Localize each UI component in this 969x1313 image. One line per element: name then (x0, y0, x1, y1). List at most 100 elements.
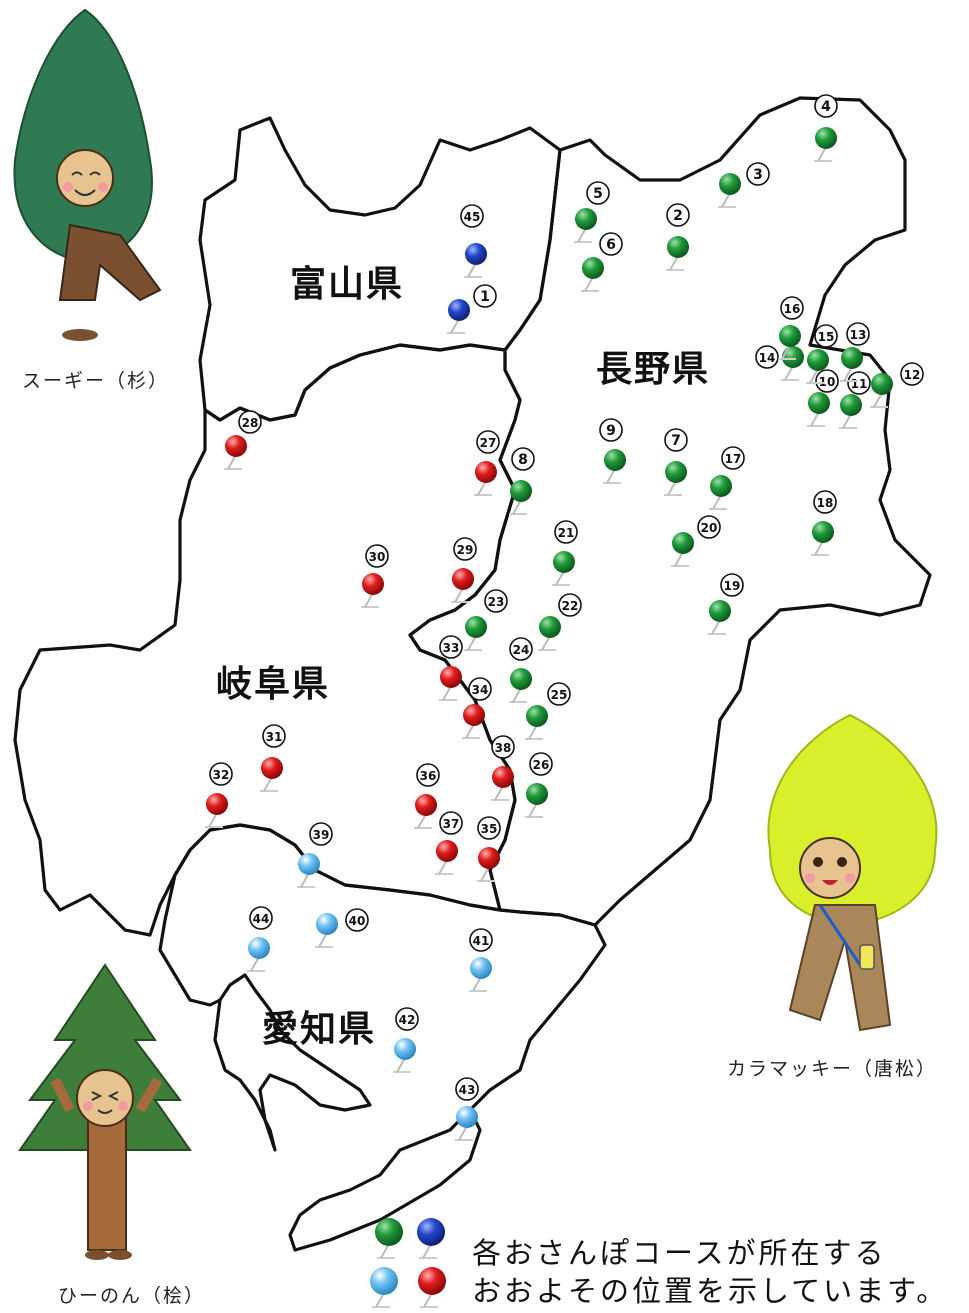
svg-text:21: 21 (558, 526, 575, 540)
map-pin-1 (447, 299, 470, 334)
pin-number-19: 19 (720, 573, 744, 597)
pin-number-21: 21 (554, 520, 578, 544)
map-pin-32 (205, 793, 228, 828)
map-pin-13 (840, 347, 863, 382)
map-pin-10 (807, 392, 830, 427)
map-pin-24 (509, 668, 532, 703)
sugi-name: スーギー（杉） (22, 370, 170, 392)
pin-number-2: 2 (666, 203, 690, 227)
pin-number-44: 44 (249, 906, 273, 930)
legend-line-2: おおよその位置を示しています。 (472, 1274, 949, 1308)
map-pin-16 (778, 325, 801, 360)
pin-number-25: 25 (547, 682, 571, 706)
map-pin-18 (811, 521, 834, 556)
legend-pin-blue (417, 1218, 445, 1259)
map-pin-41 (469, 957, 492, 992)
svg-text:1: 1 (480, 289, 490, 305)
svg-text:7: 7 (671, 433, 681, 449)
map-pin-25 (525, 705, 548, 740)
pin-number-29: 29 (453, 537, 477, 561)
svg-text:9: 9 (606, 423, 616, 439)
map-pin-12 (870, 373, 893, 408)
legend-line-1: 各おさんぽコースが所在する (472, 1236, 887, 1270)
map-pin-11 (839, 394, 862, 429)
pin-number-8: 8 (511, 447, 535, 471)
pin-number-39: 39 (309, 822, 333, 846)
map-pin-5 (574, 208, 597, 243)
pin-number-20: 20 (697, 515, 721, 539)
aichi-label: 愛知県 (262, 1009, 377, 1050)
svg-text:3: 3 (753, 167, 763, 183)
map-pin-40 (315, 913, 338, 948)
pin-number-28: 28 (238, 410, 262, 434)
map-pin-39 (297, 853, 320, 888)
pin-number-18: 18 (813, 490, 837, 514)
pin-number-11: 11 (847, 371, 871, 395)
map-pin-33 (439, 666, 462, 701)
map-pin-19 (708, 600, 731, 635)
svg-text:2: 2 (673, 208, 683, 224)
pin-number-31: 31 (262, 724, 286, 748)
svg-text:14: 14 (759, 351, 776, 365)
map-pin-4 (814, 127, 837, 162)
map-pin-26 (525, 783, 548, 818)
svg-text:11: 11 (851, 377, 868, 391)
pin-number-13: 13 (846, 322, 870, 346)
svg-text:29: 29 (457, 543, 474, 557)
map-pin-2 (666, 236, 689, 271)
pin-number-30: 30 (365, 544, 389, 568)
karamatsu-character-icon (767, 713, 938, 1032)
svg-text:33: 33 (443, 641, 460, 655)
hinoki-name: ひーのん（桧） (58, 1285, 206, 1307)
svg-text:26: 26 (533, 758, 550, 772)
pin-number-22: 22 (558, 593, 582, 617)
pin-number-17: 17 (721, 446, 745, 470)
pin-number-15: 15 (814, 324, 838, 348)
pin-number-9: 9 (599, 418, 623, 442)
svg-text:34: 34 (472, 683, 489, 697)
svg-text:37: 37 (443, 817, 460, 831)
sugi-character-icon (13, 8, 162, 341)
svg-text:12: 12 (904, 368, 921, 382)
pin-number-34: 34 (468, 677, 492, 701)
pin-number-23: 23 (484, 589, 508, 613)
map-pin-38 (491, 766, 514, 801)
pin-number-32: 32 (209, 762, 233, 786)
svg-text:44: 44 (253, 912, 270, 926)
svg-text:18: 18 (817, 496, 834, 510)
pin-number-5: 5 (586, 181, 610, 205)
svg-text:38: 38 (495, 741, 512, 755)
pin-number-35: 35 (477, 816, 501, 840)
gifu-outline (13, 343, 522, 937)
pin-number-40: 40 (345, 908, 369, 932)
pin-number-10: 10 (815, 369, 839, 393)
map-pin-3 (718, 173, 741, 208)
map-pin-6 (581, 257, 604, 292)
toyama-label: 富山県 (290, 264, 405, 305)
pin-number-6: 6 (599, 232, 623, 256)
map-pin-36 (414, 794, 437, 829)
svg-text:43: 43 (459, 1083, 476, 1097)
svg-text:8: 8 (518, 452, 528, 468)
svg-text:25: 25 (551, 688, 568, 702)
map-pin-20 (671, 532, 694, 567)
pin-number-37: 37 (439, 811, 463, 835)
pin-number-7: 7 (664, 428, 688, 452)
pin-number-42: 42 (395, 1007, 419, 1031)
map-pin-15 (806, 349, 829, 384)
svg-text:10: 10 (819, 375, 836, 389)
map-pin-37 (435, 840, 458, 875)
map-pin-31 (260, 757, 283, 792)
map-pin-43 (455, 1106, 478, 1141)
pin-number-12: 12 (900, 362, 924, 386)
svg-text:5: 5 (593, 186, 603, 202)
pin-number-26: 26 (529, 752, 553, 776)
legend-pin-green (375, 1218, 403, 1259)
map-pin-8 (509, 480, 532, 515)
map-pin-22 (538, 616, 561, 651)
pin-number-14: 14 (755, 345, 779, 369)
map-pin-44 (247, 937, 270, 972)
map-pin-21 (552, 551, 575, 586)
svg-text:28: 28 (242, 416, 259, 430)
